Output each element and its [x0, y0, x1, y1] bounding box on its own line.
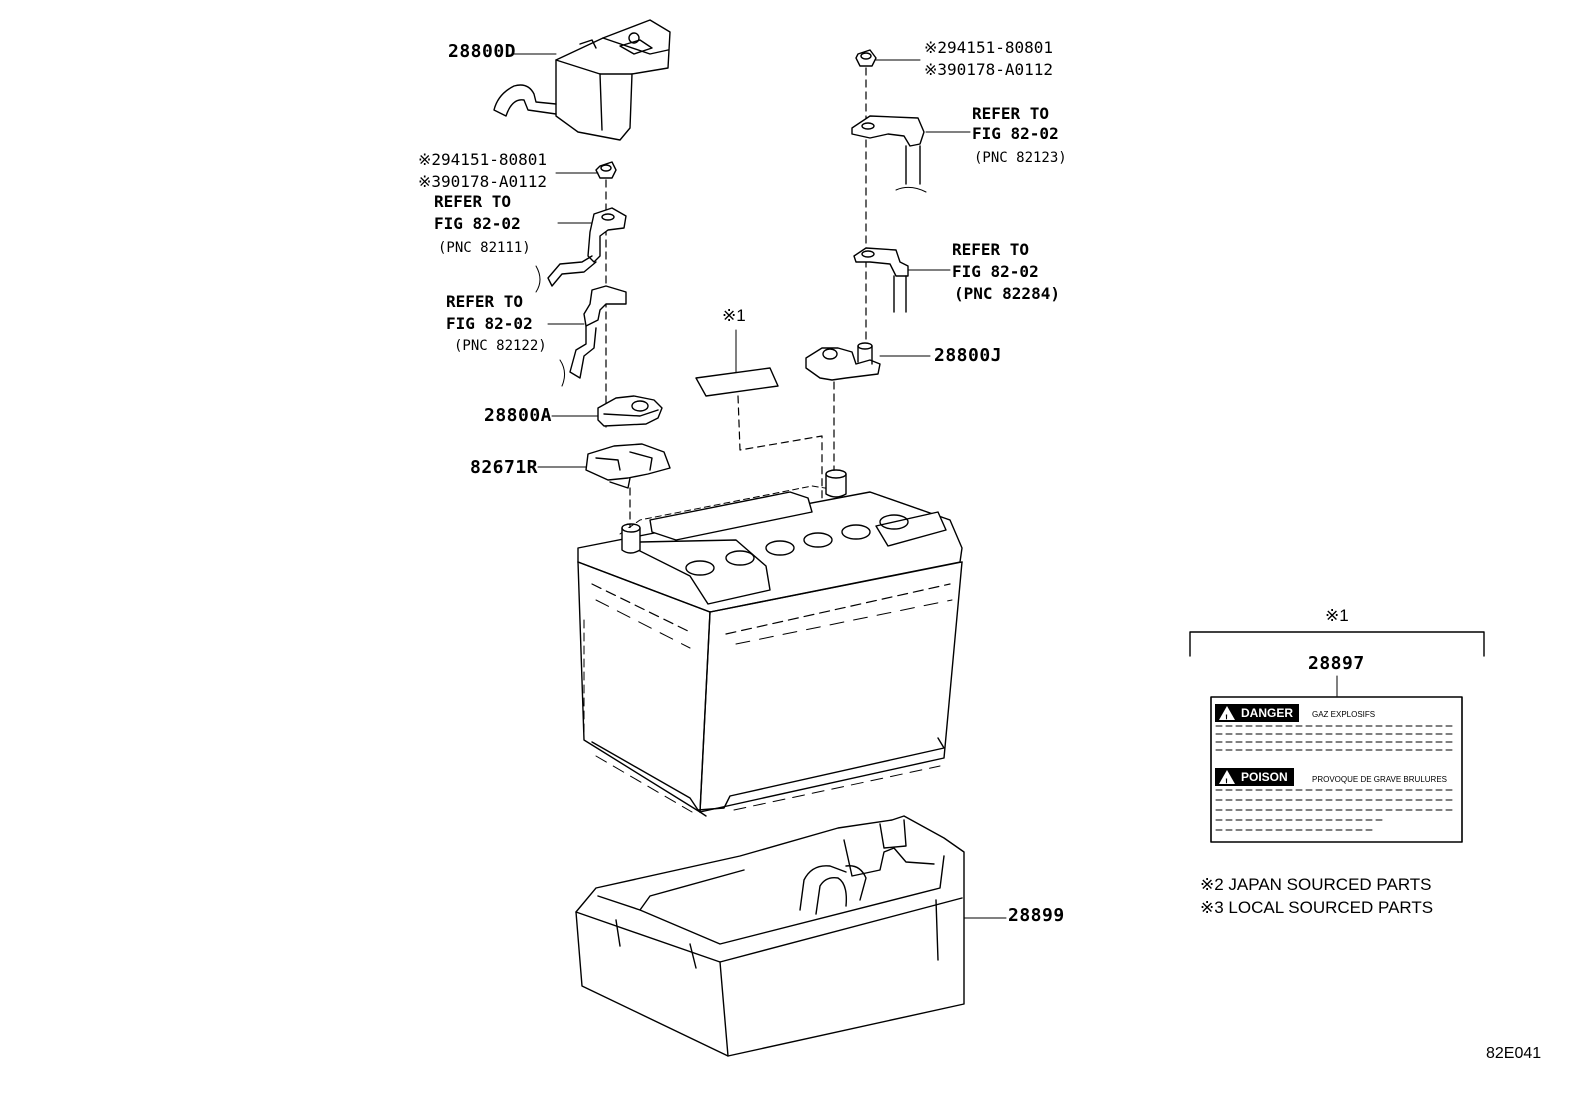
danger-description: GAZ EXPLOSIFS	[1312, 710, 1376, 719]
terminal-cover-82671R	[585, 443, 671, 489]
refer-82123-line2[interactable]: FIG 82-02	[972, 124, 1059, 143]
right-nut-japan-part[interactable]: ※294151-80801	[924, 38, 1053, 57]
part-number-28899[interactable]: 28899	[1008, 905, 1065, 926]
battery-tray-28899	[575, 815, 965, 1057]
cable-terminal-82122	[559, 285, 627, 387]
part-number-82671R[interactable]: 82671R	[470, 457, 539, 478]
label-callout-bracket	[1189, 631, 1485, 697]
left-nut-part	[595, 161, 617, 179]
right-nut-part	[855, 49, 877, 67]
refer-82284-line1: REFER TO	[952, 240, 1030, 259]
sticker-mark-1: ※1	[722, 306, 746, 325]
poison-badge-text: POISON	[1241, 770, 1288, 784]
refer-82122-line1: REFER TO	[446, 292, 524, 311]
caution-label-sticker	[695, 367, 779, 397]
danger-badge: ! DANGER	[1215, 704, 1300, 723]
poison-description: PROVOQUE DE GRAVE BRULURES	[1312, 775, 1447, 784]
refer-82122-pnc[interactable]: (PNC 82122)	[454, 338, 547, 354]
left-nut-japan-part[interactable]: ※294151-80801	[418, 150, 547, 169]
part-number-28897[interactable]: 28897	[1308, 653, 1365, 674]
refer-82123-pnc[interactable]: (PNC 82123)	[974, 150, 1067, 166]
cable-terminal-82123	[851, 115, 927, 193]
part-number-28800J[interactable]: 28800J	[934, 345, 1003, 366]
refer-82284-pnc[interactable]: (PNC 82284)	[954, 284, 1060, 303]
refer-82122-line2[interactable]: FIG 82-02	[446, 314, 533, 333]
part-number-28800A[interactable]: 28800A	[484, 405, 553, 426]
poison-badge: ! POISON	[1215, 768, 1294, 787]
terminal-28800A	[597, 395, 663, 427]
refer-82123-line1: REFER TO	[972, 104, 1050, 123]
refer-82111-line2[interactable]: FIG 82-02	[434, 214, 521, 233]
refer-82111-line1: REFER TO	[434, 192, 512, 211]
label-dashed-lines	[1215, 725, 1455, 831]
part-number-28800D[interactable]: 28800D	[448, 41, 517, 62]
refer-82284-line2[interactable]: FIG 82-02	[952, 262, 1039, 281]
refer-82111-pnc[interactable]: (PNC 82111)	[438, 240, 531, 256]
left-nut-local-part[interactable]: ※390178-A0112	[418, 172, 547, 191]
danger-badge-text: DANGER	[1241, 706, 1294, 720]
cable-terminal-82111	[535, 207, 627, 293]
warning-triangle-icon: !	[1219, 770, 1235, 787]
terminal-28800J	[805, 342, 881, 381]
label-box-mark-1: ※1	[1325, 606, 1349, 625]
right-nut-local-part[interactable]: ※390178-A0112	[924, 60, 1053, 79]
cable-terminal-82284	[853, 247, 909, 313]
figure-code: 82E041	[1486, 1045, 1542, 1062]
battery-28800	[577, 469, 963, 817]
note-local-sourced: ※3 LOCAL SOURCED PARTS	[1200, 898, 1434, 917]
warning-triangle-icon: !	[1219, 706, 1235, 723]
terminal-cover-28800D	[493, 19, 671, 141]
note-japan-sourced: ※2 JAPAN SOURCED PARTS	[1200, 875, 1432, 894]
